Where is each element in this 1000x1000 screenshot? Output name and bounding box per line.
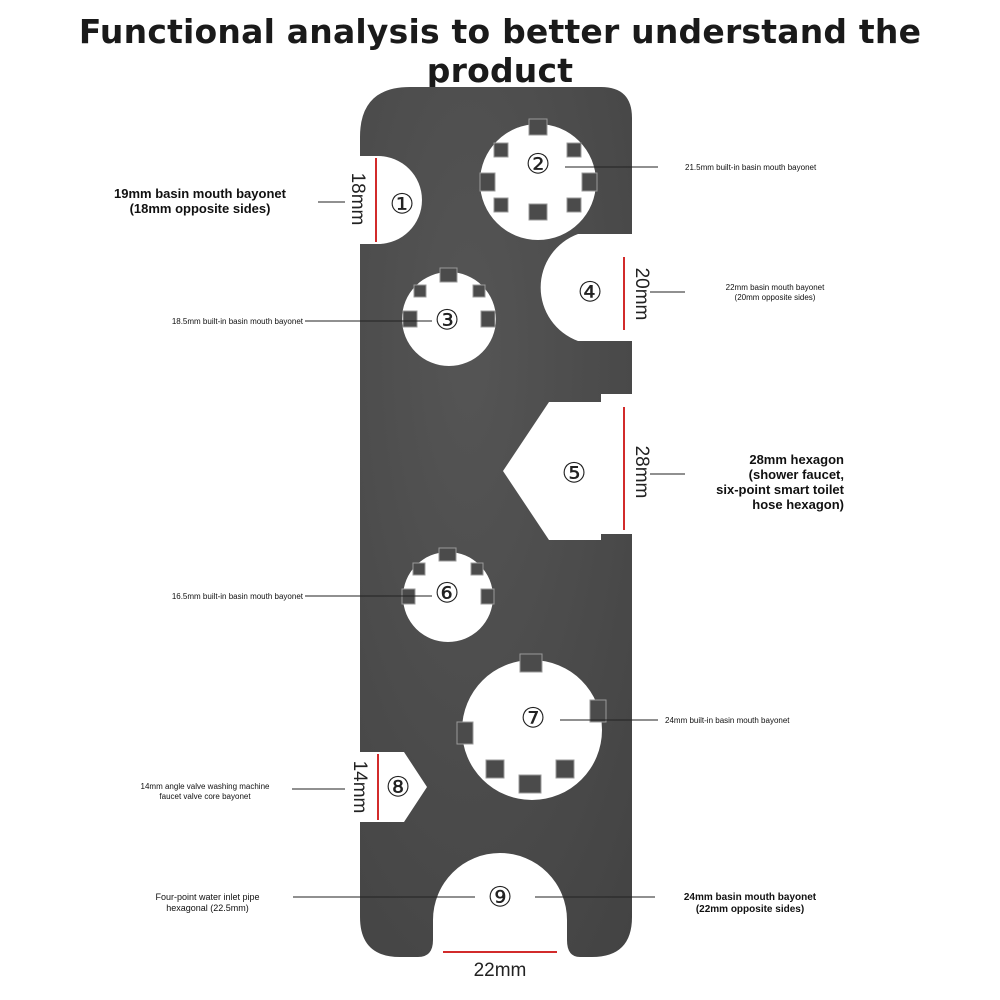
marker-6: ⑥ [434, 577, 459, 610]
marker-3: ③ [434, 304, 459, 337]
label-3: 18.5mm built-in basin mouth bayonet [171, 317, 303, 326]
dimension-lines [375, 158, 625, 953]
label-5: 28mm hexagon (shower faucet, six-point s… [716, 452, 844, 512]
leader-lines [292, 166, 685, 898]
bayonet-teeth [401, 118, 607, 794]
dimension-20mm: 20mm [631, 267, 652, 321]
label-8: 14mm angle valve washing machine faucet … [140, 782, 270, 801]
marker-1: ① [389, 188, 414, 221]
dimension-28mm: 28mm [631, 445, 652, 499]
label-7: 24mm built-in basin mouth bayonet [665, 716, 790, 725]
marker-7: ⑦ [520, 702, 545, 735]
dimension-14mm: 14mm [349, 760, 370, 814]
marker-8: ⑧ [385, 771, 410, 804]
wrench-body [360, 87, 632, 957]
markers: ① ② ③ ④ ⑤ ⑥ ⑦ ⑧ ⑨ [385, 148, 602, 914]
marker-9: ⑨ [487, 881, 512, 914]
label-6: 16.5mm built-in basin mouth bayonet [171, 592, 303, 601]
label-9b: 24mm basin mouth bayonet (22mm opposite … [683, 892, 817, 915]
label-1: 19mm basin mouth bayonet (18mm opposite … [114, 186, 286, 216]
label-4: 22mm basin mouth bayonet (20mm opposite … [725, 283, 825, 302]
label-2: 21.5mm built-in basin mouth bayonet [685, 163, 817, 172]
marker-2: ② [525, 148, 550, 181]
dimension-22mm: 22mm [473, 960, 527, 981]
page-title: Functional analysis to better understand… [78, 12, 922, 90]
marker-5: ⑤ [561, 457, 586, 490]
label-9a: Four-point water inlet pipe hexagonal (2… [155, 892, 260, 913]
dimension-18mm: 18mm [347, 172, 368, 226]
marker-4: ④ [577, 276, 602, 309]
